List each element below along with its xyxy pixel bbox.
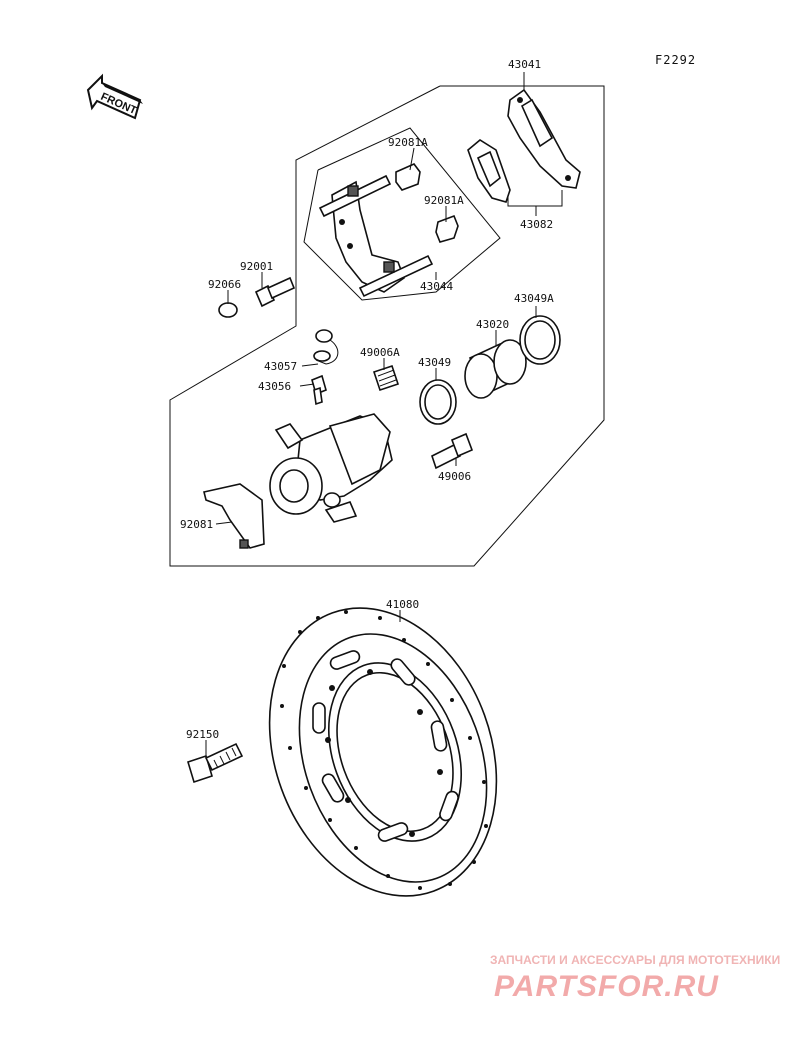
bolt-92001: [254, 276, 296, 308]
watermark-logo: PARTSFOR.RU: [494, 970, 719, 1003]
bleeder-valve-43056: [311, 374, 327, 406]
label-43057: 43057: [264, 360, 297, 373]
cap-92066: [218, 302, 238, 318]
caliper-body: [269, 413, 393, 523]
brake-disc: [268, 607, 498, 897]
diagram-code: F2292: [655, 53, 696, 67]
label-92081A-2: 92081A: [424, 194, 464, 207]
watermark: ЗАПЧАСТИ И АКСЕССУАРЫ ДЛЯ МОТОТЕХНИКИ PA…: [490, 953, 780, 1003]
label-43082: 43082: [520, 218, 553, 231]
boot-49006A: [372, 364, 400, 392]
caliper-bracket: [318, 174, 434, 298]
label-92066: 92066: [208, 278, 241, 291]
label-43049A: 43049A: [514, 292, 554, 305]
seal-43049: [419, 379, 457, 425]
brake-pad-front: [467, 139, 511, 203]
label-41080: 41080: [386, 598, 419, 611]
caliper-assembly-outline: [169, 85, 605, 567]
bleeder-cap-43057: [313, 329, 339, 365]
brake-pad-rear: [507, 88, 581, 189]
label-49006: 49006: [438, 470, 471, 483]
front-arrow-icon: FRONT: [86, 73, 143, 120]
seal-43049A: [519, 315, 561, 365]
label-92081: 92081: [180, 518, 213, 531]
label-43044: 43044: [420, 280, 453, 293]
disc-vent-holes: [280, 610, 488, 890]
part-labels: 43041 92081A 92081A 43082 92001 92066 43…: [180, 58, 554, 741]
label-43020: 43020: [476, 318, 509, 331]
pad-spring-upper: [395, 163, 421, 191]
label-92081A-1: 92081A: [388, 136, 428, 149]
label-49006A: 49006A: [360, 346, 400, 359]
label-92001: 92001: [240, 260, 273, 273]
leader-lines: [205, 72, 563, 756]
label-43049: 43049: [418, 356, 451, 369]
slide-pin-49006: [431, 432, 474, 470]
disc-bolt-92150: [187, 742, 244, 784]
label-43041: 43041: [508, 58, 541, 71]
pad-spring-lower: [435, 214, 459, 243]
watermark-tagline: ЗАПЧАСТИ И АКСЕССУАРЫ ДЛЯ МОТОТЕХНИКИ: [490, 953, 780, 967]
label-92150: 92150: [186, 728, 219, 741]
pad-spring-92081: [203, 483, 265, 549]
piston-43020: [464, 339, 527, 399]
label-43056: 43056: [258, 380, 291, 393]
